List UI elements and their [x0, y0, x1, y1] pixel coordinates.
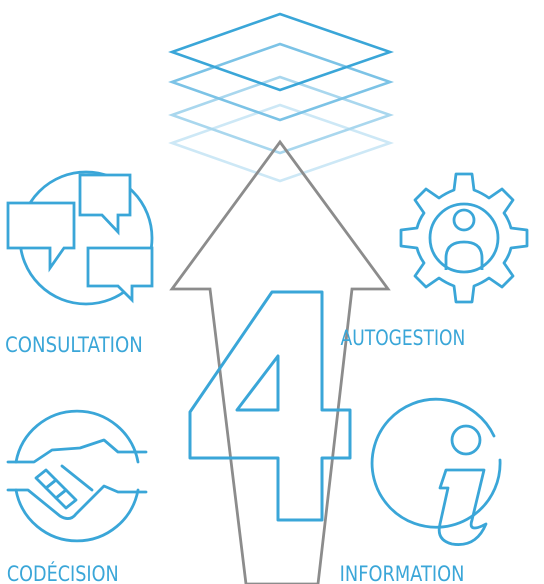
consultation-label: CONSULTATION [5, 333, 143, 358]
info-icon [370, 397, 502, 546]
layer-3 [168, 75, 394, 155]
autogestion-label: AUTOGESTION [341, 326, 466, 351]
layer-4 [168, 103, 394, 183]
number-four-shape [188, 290, 352, 522]
gear-person-icon [399, 172, 529, 304]
information-label: INFORMATION [340, 562, 465, 584]
up-arrow-shape [169, 139, 391, 584]
codecision-label: CODÉCISION [7, 562, 119, 584]
speech-bubbles-icon [6, 170, 154, 306]
layer-2 [168, 42, 394, 122]
handshake-icon [6, 409, 148, 543]
stacked-layers-icon [168, 12, 394, 183]
layer-1 [168, 12, 394, 92]
